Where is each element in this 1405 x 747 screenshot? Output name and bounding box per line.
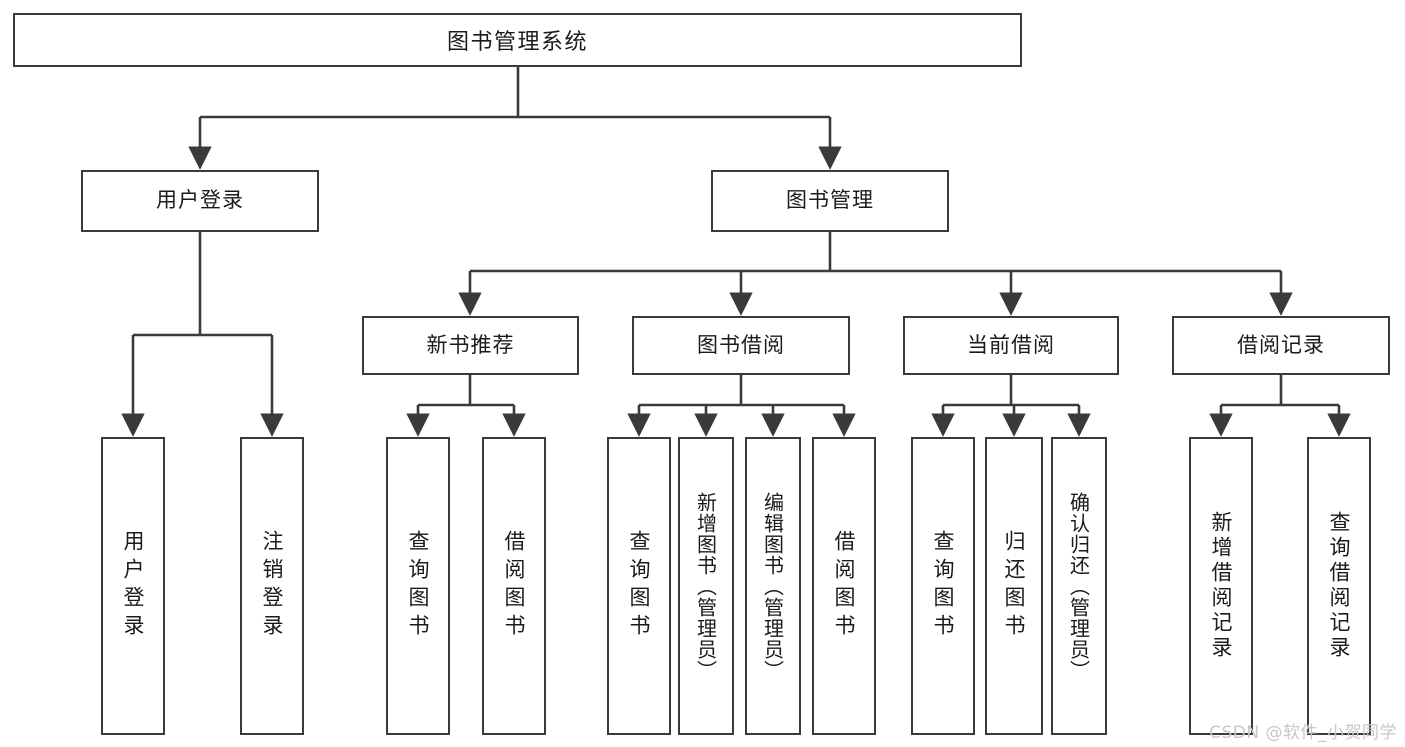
node-leaf-borrow-book-newbook[interactable]: 借阅图书: [482, 437, 546, 735]
node-label: 新增图书（管理员）: [693, 491, 718, 681]
node-leaf-query-book-borrowing[interactable]: 查询图书: [607, 437, 671, 735]
node-current-borrowing[interactable]: 当前借阅: [903, 316, 1119, 375]
node-label: 确认归还（管理员）: [1066, 491, 1091, 681]
node-label: 新增借阅记录: [1209, 511, 1233, 661]
node-leaf-query-book-newbook[interactable]: 查询图书: [386, 437, 450, 735]
node-label: 归还图书: [1002, 530, 1026, 642]
node-label: 用户登录: [121, 530, 145, 642]
node-label: 查询图书: [406, 530, 430, 642]
node-user-login[interactable]: 用户登录: [81, 170, 319, 232]
node-new-book-recommendation[interactable]: 新书推荐: [362, 316, 579, 375]
node-label: 借阅图书: [502, 530, 526, 642]
node-leaf-add-borrow-record[interactable]: 新增借阅记录: [1189, 437, 1253, 735]
node-leaf-user-login[interactable]: 用户登录: [101, 437, 165, 735]
node-label: 图书管理: [786, 188, 874, 213]
node-label: 查询图书: [931, 530, 955, 642]
node-leaf-return-book[interactable]: 归还图书: [985, 437, 1043, 735]
csdn-watermark: CSDN @软件_小贺同学: [1209, 723, 1397, 743]
node-label: 编辑图书（管理员）: [760, 491, 785, 681]
node-root-book-management-system[interactable]: 图书管理系统: [13, 13, 1022, 67]
node-leaf-edit-book-admin[interactable]: 编辑图书（管理员）: [745, 437, 801, 735]
node-label: 用户登录: [156, 188, 244, 213]
node-label: 查询借阅记录: [1327, 511, 1351, 661]
node-book-borrowing[interactable]: 图书借阅: [632, 316, 850, 375]
node-book-management[interactable]: 图书管理: [711, 170, 949, 232]
node-label: 借阅记录: [1237, 332, 1325, 357]
node-leaf-query-borrow-record[interactable]: 查询借阅记录: [1307, 437, 1371, 735]
node-root-label: 图书管理系统: [446, 30, 588, 55]
node-leaf-confirm-return-admin[interactable]: 确认归还（管理员）: [1051, 437, 1107, 735]
node-label: 新书推荐: [426, 332, 515, 357]
node-label: 查询图书: [627, 530, 651, 642]
node-label: 当前借阅: [967, 332, 1055, 357]
node-label: 图书借阅: [697, 332, 785, 357]
node-label: 注销登录: [260, 530, 284, 642]
node-leaf-query-book-current[interactable]: 查询图书: [911, 437, 975, 735]
node-leaf-logout[interactable]: 注销登录: [240, 437, 304, 735]
node-leaf-add-book-admin[interactable]: 新增图书（管理员）: [678, 437, 734, 735]
node-borrow-records[interactable]: 借阅记录: [1172, 316, 1390, 375]
node-label: 借阅图书: [832, 530, 856, 642]
node-leaf-borrow-book[interactable]: 借阅图书: [812, 437, 876, 735]
